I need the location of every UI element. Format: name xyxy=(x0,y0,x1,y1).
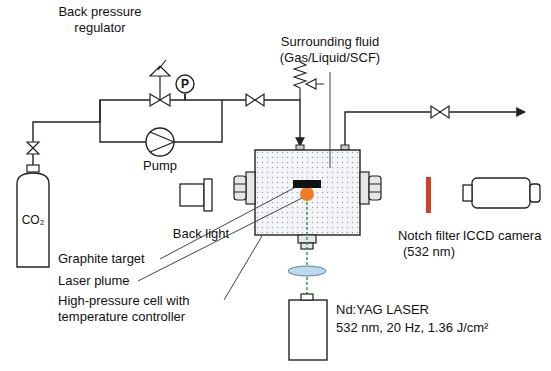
outlet-pipe xyxy=(345,112,525,146)
text-label: Graphite target xyxy=(58,251,168,267)
laser-aperture xyxy=(301,294,313,300)
valve-symbol xyxy=(27,142,39,154)
cell-port xyxy=(296,145,304,150)
text-label: High-pressure cell with temperature cont… xyxy=(58,293,226,325)
back-light xyxy=(180,184,204,206)
leader-line xyxy=(160,188,294,259)
leader-lines xyxy=(138,72,330,300)
pipe xyxy=(185,100,300,146)
laser-beam xyxy=(306,190,307,300)
valve-symbol xyxy=(246,94,264,106)
laser-box xyxy=(289,300,327,360)
leader-line xyxy=(138,198,302,281)
gauge-outline xyxy=(176,75,194,93)
iccd-camera xyxy=(472,178,530,208)
text-label: Pump xyxy=(135,158,185,174)
pressure-gauge: P xyxy=(175,74,195,94)
pipe xyxy=(100,100,146,142)
relief-valve-symbol xyxy=(306,79,324,89)
window-nut xyxy=(234,176,246,200)
gauge-stem xyxy=(184,94,185,100)
camera-lens xyxy=(463,185,472,201)
regulator-symbol xyxy=(150,60,170,100)
text-label: 532 nm, 20 Hz, 1.36 J/cm² xyxy=(336,320,516,336)
cylinder-cap xyxy=(27,165,39,172)
valve-symbol xyxy=(431,106,449,118)
cell-port xyxy=(341,145,349,150)
text-label: Notch filter (532 nm) xyxy=(384,228,474,260)
back-light xyxy=(204,179,212,211)
window-nut xyxy=(369,176,381,200)
leader-line xyxy=(224,236,262,300)
pump-symbol xyxy=(150,132,174,152)
cylinder-outline xyxy=(17,173,49,267)
text-label: ICCD camera xyxy=(456,228,548,244)
notch-filter xyxy=(426,177,431,213)
window-flange xyxy=(360,172,369,204)
gas-cylinder: CO₂ xyxy=(16,172,50,268)
graphite-target xyxy=(293,180,321,188)
pump-symbol xyxy=(146,128,174,156)
node-text: P xyxy=(181,77,189,91)
leader-line xyxy=(330,72,331,168)
relief-valve-spring xyxy=(294,62,306,100)
text-label: Nd:YAG LASER xyxy=(336,302,496,318)
nut-lines xyxy=(234,184,246,192)
lens xyxy=(288,266,326,276)
text-label: Back pressure regulator xyxy=(40,4,160,36)
window-flange xyxy=(246,172,255,204)
pipe xyxy=(174,100,222,142)
node-text: CO₂ xyxy=(22,213,45,227)
nut-lines xyxy=(369,184,381,192)
laser-plume xyxy=(300,187,314,201)
text-label: Surrounding fluid (Gas/Liquid/SCF) xyxy=(255,34,405,66)
text-label: Back light xyxy=(158,226,244,242)
text-label: Laser plume xyxy=(58,273,158,289)
camera-back xyxy=(530,184,540,202)
